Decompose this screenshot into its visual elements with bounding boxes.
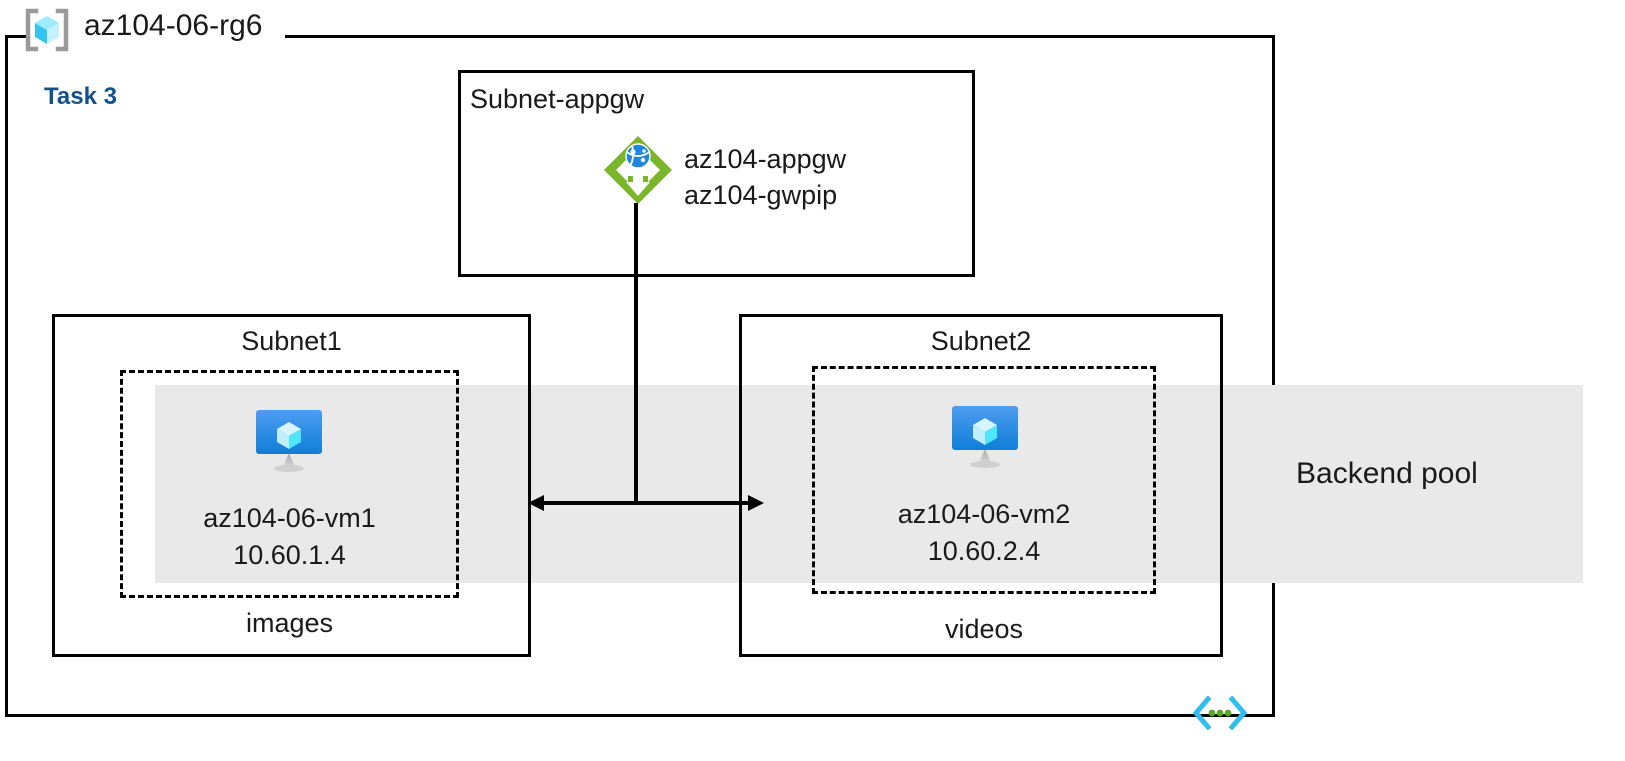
subnet2-vm-group-dashed-box <box>812 366 1156 594</box>
subnet2-tier-label: videos <box>944 614 1024 644</box>
subnet1-title: Subnet1 <box>241 326 342 356</box>
virtual-machine-icon <box>949 403 1021 469</box>
task-label: Task 3 <box>44 83 117 110</box>
subnet-bidirectional-arrow <box>528 488 764 518</box>
resource-group-cube-icon <box>24 8 70 52</box>
appgw-resource-labels: az104-appgw az104-gwpip <box>684 142 846 213</box>
vm2-ip: 10.60.2.4 <box>927 536 1041 567</box>
subnet-appgw-box <box>458 70 975 277</box>
subnet1-tier-label: images <box>245 608 334 638</box>
subnet2-title: Subnet2 <box>930 326 1032 356</box>
vm1-name: az104-06-vm1 <box>203 503 376 533</box>
appgw-vertical-connector <box>634 203 638 503</box>
application-gateway-icon <box>602 134 674 206</box>
subnet1-vm-labels: az104-06-vm1 10.60.1.4 <box>120 500 459 575</box>
backend-pool-band <box>155 385 1583 583</box>
backend-pool-label: Backend pool <box>1296 457 1478 490</box>
resource-group-frame <box>5 37 1275 717</box>
gwpip-name: az104-gwpip <box>684 179 838 210</box>
subnet1-box <box>52 314 531 657</box>
subnet1-vm-group-dashed-box <box>120 370 459 598</box>
subnet2-vm-labels: az104-06-vm2 10.60.2.4 <box>812 496 1156 571</box>
rg-frame-top-left-segment <box>5 35 27 38</box>
code-brackets-icon <box>1192 695 1248 731</box>
subnet-appgw-title: Subnet-appgw <box>470 84 645 114</box>
rg-frame-top-right-segment <box>285 35 1275 38</box>
vm2-name: az104-06-vm2 <box>897 499 1071 529</box>
resource-group-name: az104-06-rg6 <box>84 9 263 42</box>
virtual-machine-icon <box>253 407 325 473</box>
subnet2-box <box>739 314 1223 657</box>
appgw-name: az104-appgw <box>684 144 847 174</box>
vm1-ip: 10.60.1.4 <box>233 540 346 571</box>
